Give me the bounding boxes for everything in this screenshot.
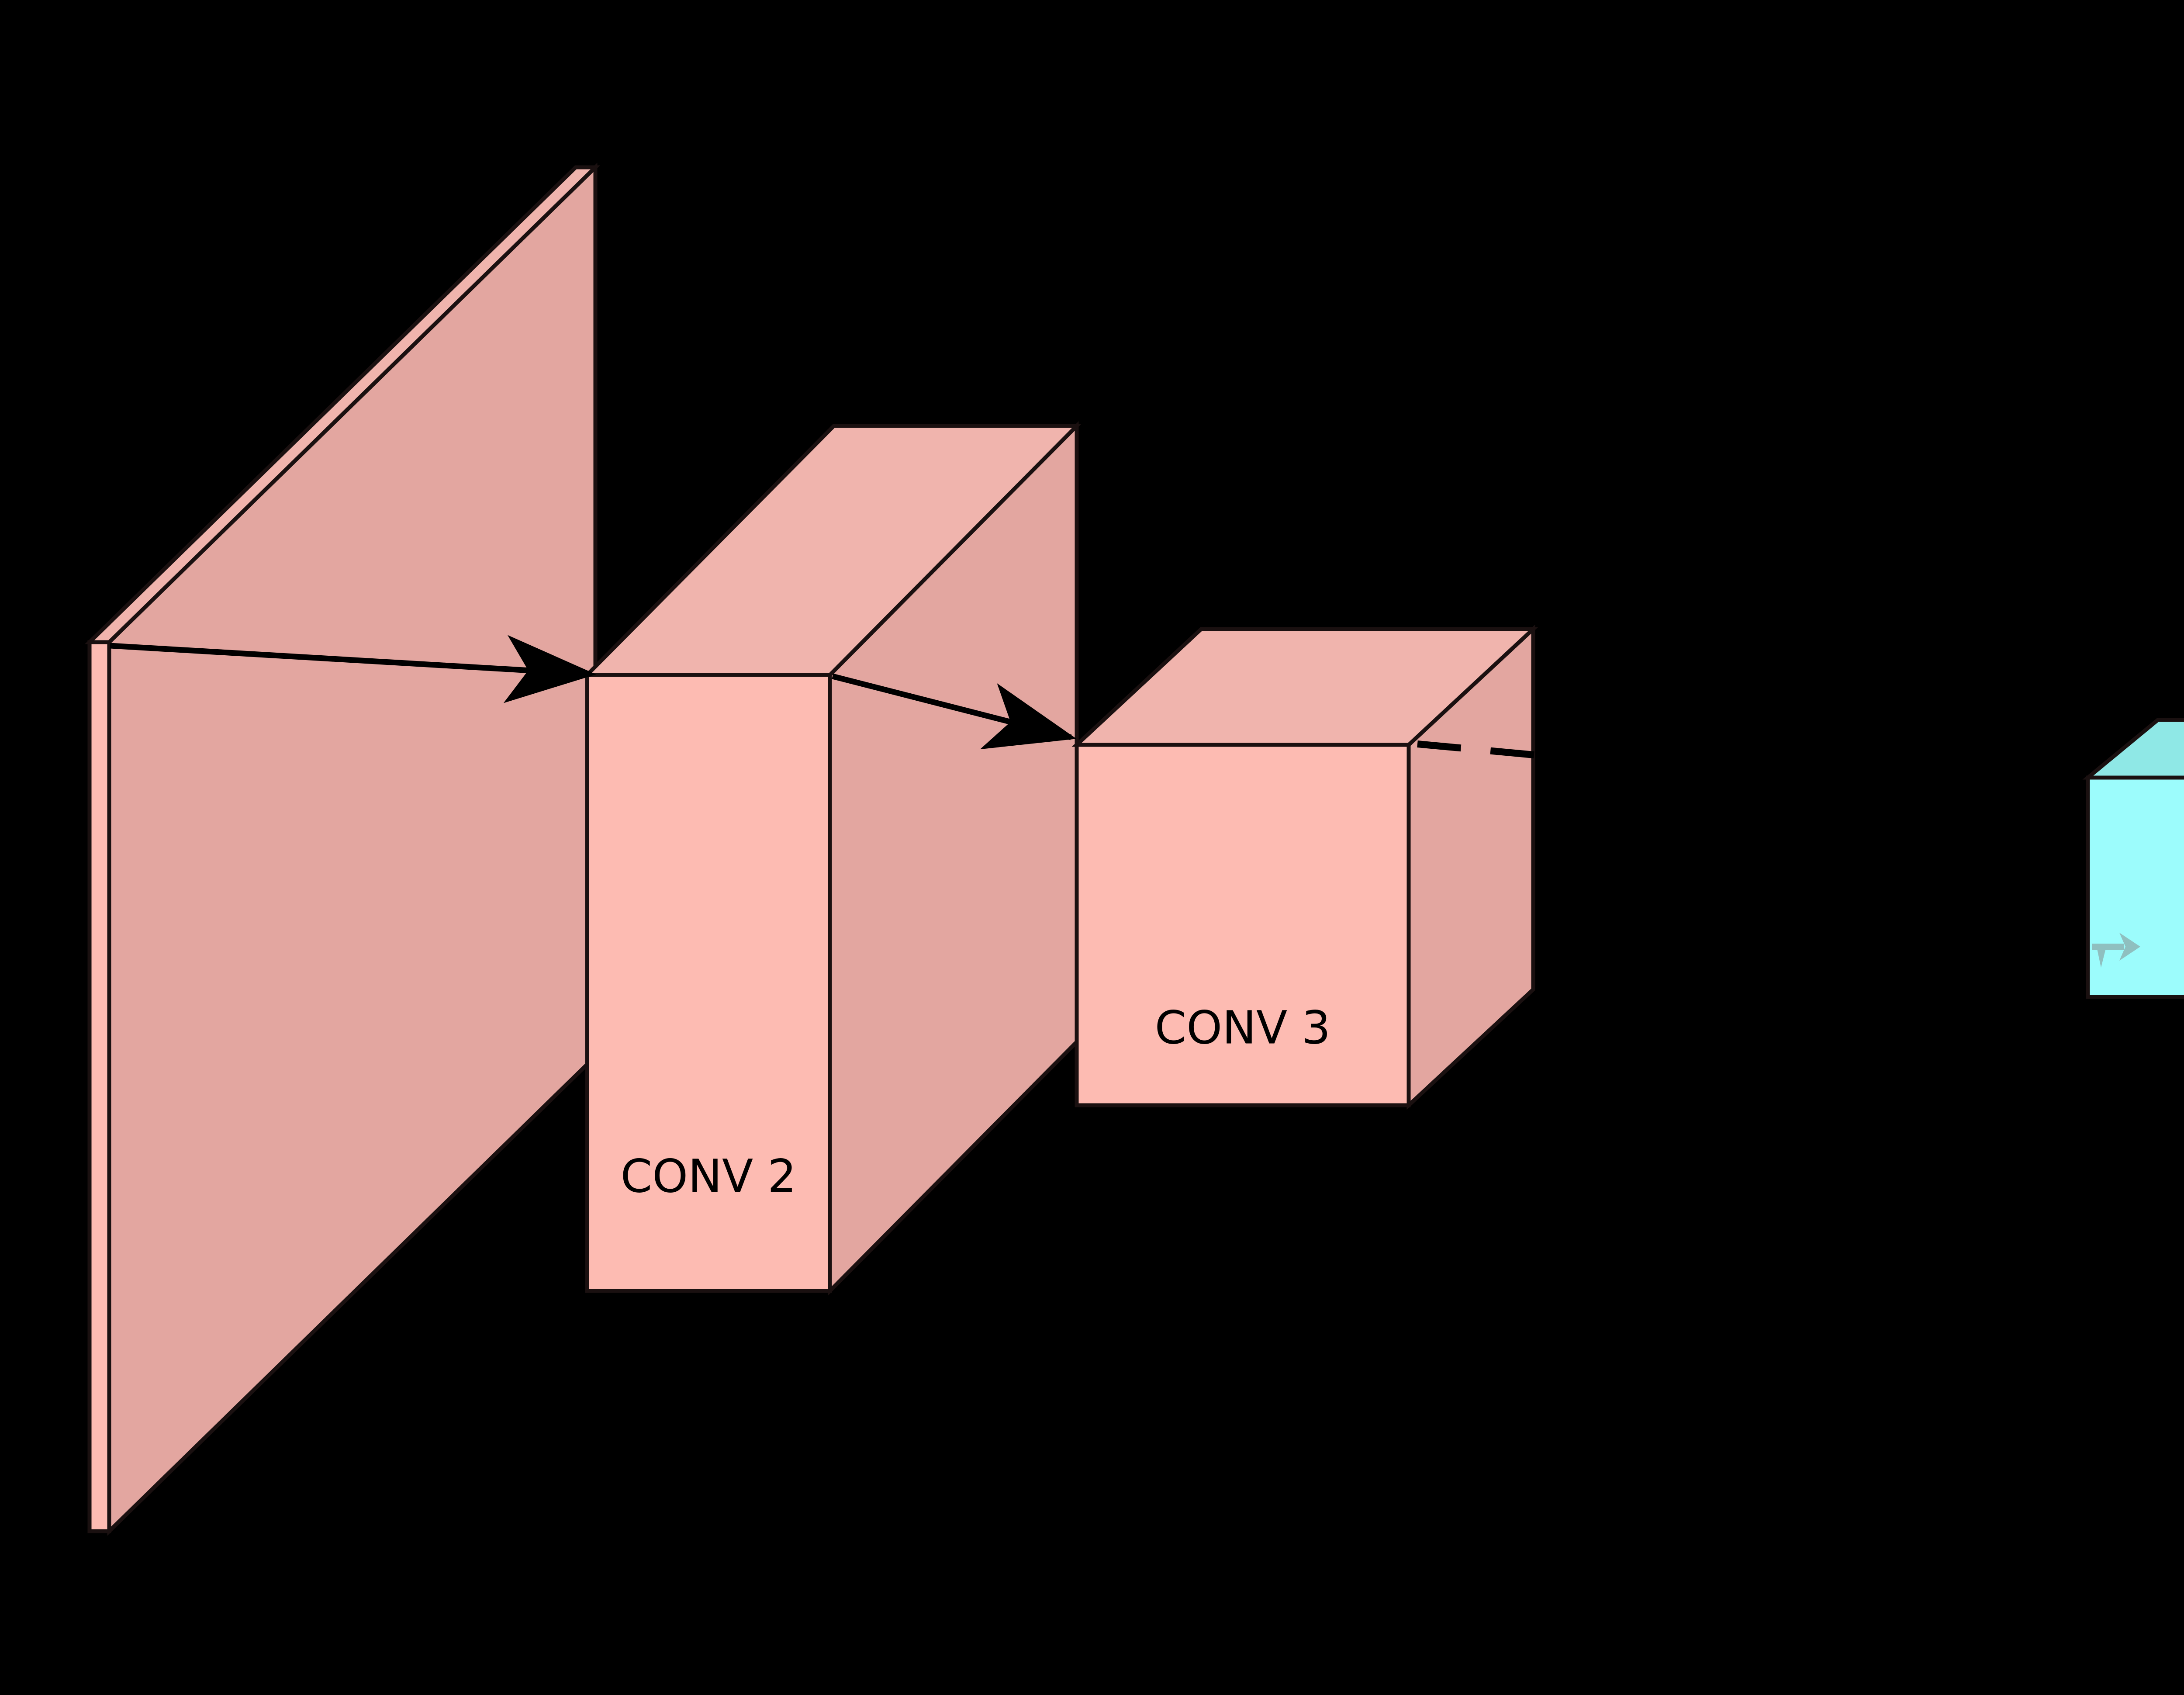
conv-3-label: CONV 3 (1155, 1001, 1331, 1054)
conv-19-top-face (2082, 718, 2184, 780)
conv-2-front-face (585, 673, 832, 1293)
dashed-continuation-line (1417, 740, 1534, 758)
arrow-conv2-to-conv3 (832, 673, 1077, 750)
block-conv-2[interactable]: CONV 2 (582, 421, 1082, 1296)
ghost-arrow-icon (2092, 933, 2140, 968)
conv-3-front-face (1075, 743, 1411, 1107)
arrow-input-to-conv2 (110, 635, 596, 703)
input-volume-front-face (87, 640, 111, 1533)
conv-2-label: CONV 2 (621, 1149, 797, 1203)
block-conv-3[interactable]: CONV 3 (1071, 624, 1538, 1110)
block-conv-19[interactable]: CONV 19 (2082, 718, 2184, 999)
conv-19-front-face (2086, 775, 2184, 999)
